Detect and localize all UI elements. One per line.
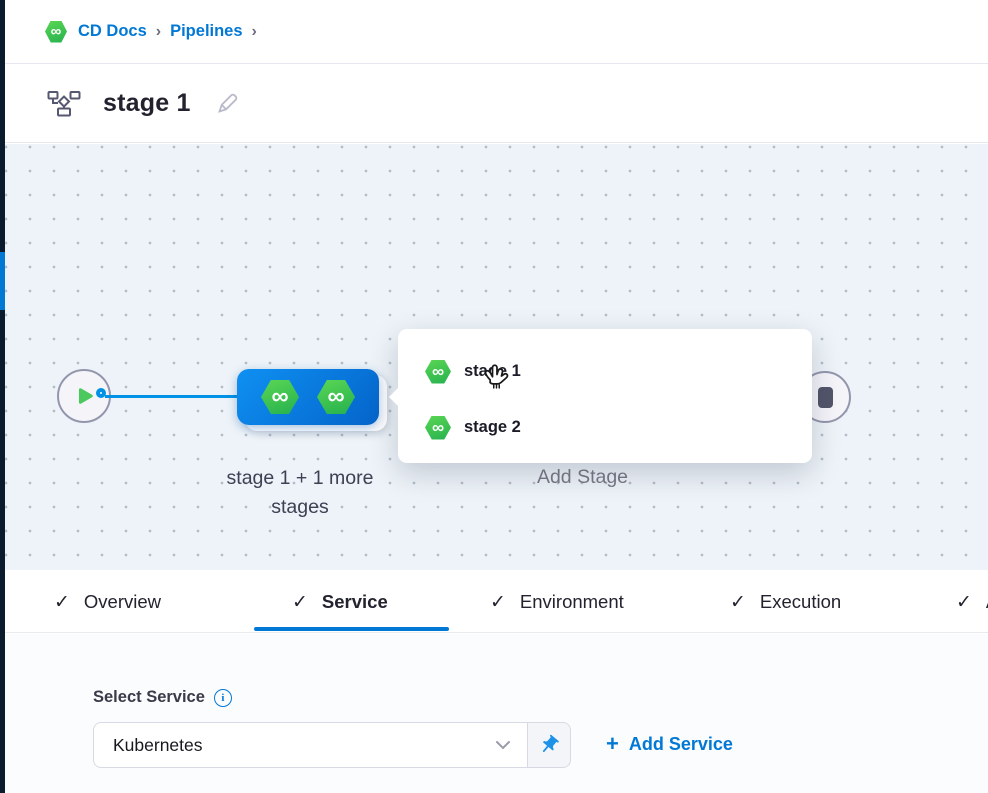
page-title: stage 1 bbox=[103, 89, 191, 117]
nav-active-indicator bbox=[0, 252, 5, 310]
tab-environment[interactable]: ✓ Environment bbox=[490, 590, 624, 613]
pipeline-canvas[interactable]: stage 1 + 1 more stages Add Stage stage … bbox=[5, 144, 988, 570]
stage-title-bar: stage 1 bbox=[5, 65, 988, 143]
pencil-edit-icon[interactable] bbox=[215, 92, 239, 116]
pin-icon bbox=[542, 734, 559, 753]
add-service-label: Add Service bbox=[628, 733, 733, 754]
stop-icon bbox=[817, 386, 833, 408]
select-service-label: Select Service bbox=[93, 688, 205, 706]
popup-item-label: stage 2 bbox=[464, 418, 521, 436]
pin-service-button[interactable] bbox=[528, 722, 571, 768]
check-icon: ✓ bbox=[292, 590, 308, 613]
stage-group-popup: stage 1 stage 2 bbox=[389, 329, 812, 463]
service-panel: Select Service i Kubernetes + Add Servic… bbox=[5, 634, 988, 793]
tab-service[interactable]: ✓ Service bbox=[292, 590, 388, 613]
service-select-value: Kubernetes bbox=[113, 734, 203, 755]
chevron-down-icon bbox=[496, 741, 510, 750]
tab-advanced[interactable]: ✓ A bbox=[956, 570, 988, 632]
breadcrumb: CD Docs › Pipelines › bbox=[5, 0, 988, 64]
breadcrumb-link-cd-docs[interactable]: CD Docs bbox=[78, 22, 147, 40]
pipeline-flowchart-icon bbox=[47, 91, 81, 117]
popup-item-label: stage 1 bbox=[464, 362, 521, 380]
check-icon: ✓ bbox=[956, 590, 972, 613]
check-icon: ✓ bbox=[730, 590, 746, 613]
deploy-stage-hexagon-icon bbox=[317, 380, 355, 414]
connector-port[interactable] bbox=[96, 388, 106, 398]
active-tab-indicator bbox=[254, 627, 449, 631]
popup-item-stage-1[interactable]: stage 1 bbox=[425, 350, 812, 393]
check-icon: ✓ bbox=[54, 590, 70, 613]
add-service-button[interactable]: + Add Service bbox=[606, 733, 733, 755]
breadcrumb-separator: › bbox=[155, 22, 162, 40]
deploy-stage-hexagon-icon bbox=[425, 359, 451, 384]
check-icon: ✓ bbox=[490, 590, 506, 613]
deploy-stage-hexagon-icon bbox=[261, 380, 299, 414]
stage-group-node[interactable] bbox=[237, 369, 379, 425]
deploy-stage-hexagon-icon bbox=[425, 415, 451, 440]
breadcrumb-link-pipelines[interactable]: Pipelines bbox=[170, 22, 243, 40]
tab-overview[interactable]: ✓ Overview bbox=[54, 590, 162, 613]
add-stage-label[interactable]: Add Stage bbox=[536, 466, 629, 488]
pipeline-edge bbox=[105, 395, 238, 398]
play-icon bbox=[78, 388, 93, 404]
popup-item-stage-2[interactable]: stage 2 bbox=[425, 406, 812, 449]
pipeline-hexagon-icon bbox=[45, 20, 67, 43]
service-select[interactable]: Kubernetes bbox=[93, 722, 528, 768]
stage-tabs: ✓ Overview ✓ Service ✓ Environment ✓ Exe… bbox=[5, 570, 988, 633]
breadcrumb-separator: › bbox=[251, 22, 257, 40]
info-icon[interactable]: i bbox=[213, 688, 232, 707]
tab-execution[interactable]: ✓ Execution bbox=[730, 590, 842, 613]
plus-icon: + bbox=[606, 731, 619, 756]
stage-group-label: stage 1 + 1 more stages bbox=[226, 467, 374, 519]
left-nav-rail[interactable] bbox=[0, 0, 5, 793]
